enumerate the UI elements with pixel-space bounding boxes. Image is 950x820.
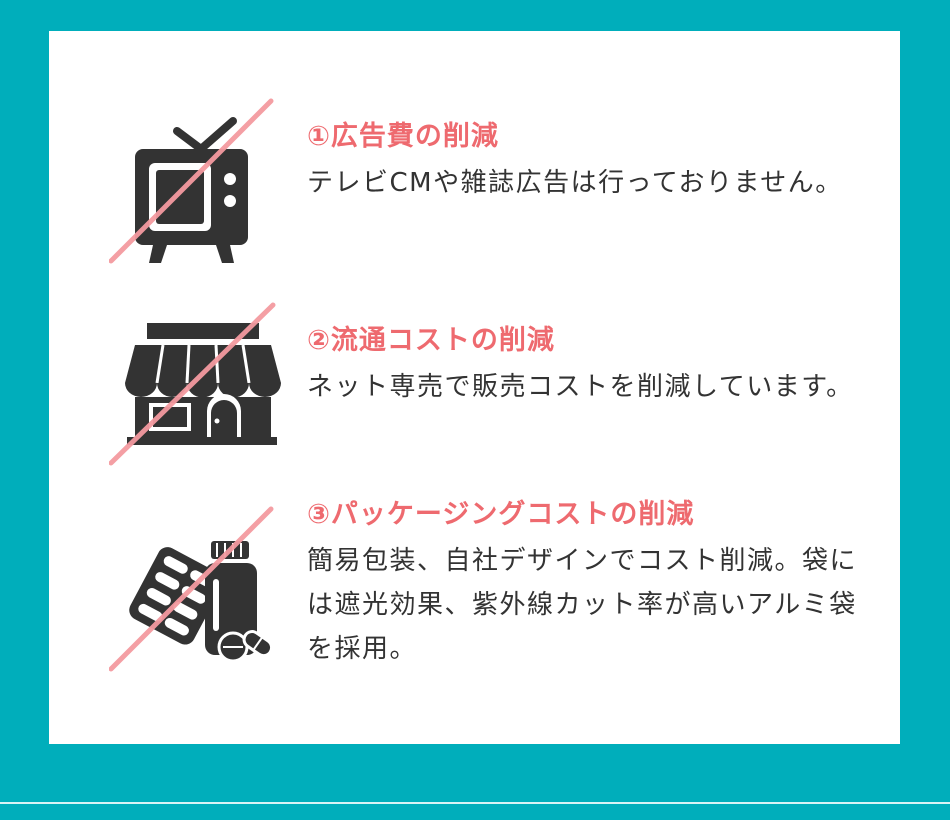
- bottom-divider: [0, 802, 950, 804]
- item-description: テレビCMや雑誌広告は行っておりません。: [307, 168, 843, 198]
- item-description: 簡易包装、自社デザインでコスト削減。袋には遮光効果、紫外線カット率が高いアルミ袋…: [307, 546, 858, 664]
- content-card: ①広告費の削減 テレビCMや雑誌広告は行っておりません。: [49, 31, 900, 744]
- tv-icon: [109, 97, 289, 277]
- item-description: ネット専売で販売コストを削減しています。: [307, 372, 854, 402]
- item-title: ③パッケージングコストの削減: [307, 499, 695, 530]
- item-title: ②流通コストの削減: [307, 325, 555, 356]
- medicine-icon: [109, 505, 289, 685]
- store-icon: [109, 299, 289, 479]
- item-title: ①広告費の削減: [307, 121, 499, 152]
